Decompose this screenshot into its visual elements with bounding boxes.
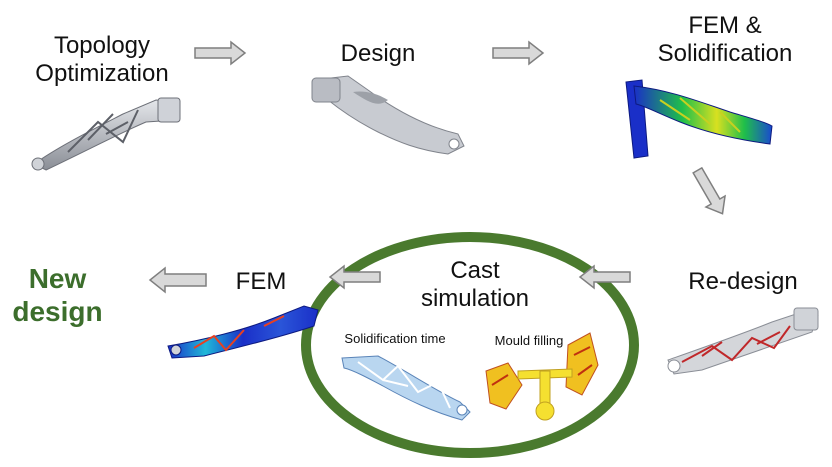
arrow-left-icon — [578, 264, 631, 290]
step-design: Design — [340, 40, 416, 67]
arrow-right-icon — [194, 40, 247, 66]
solidification-time-label: Solidification time — [344, 331, 446, 346]
mould-filling-label: Mould filling — [494, 333, 564, 348]
arrow-left-icon — [148, 266, 207, 294]
redesign-part-image — [667, 307, 819, 375]
new-design-label: New design — [12, 263, 103, 328]
step-fem: FEM — [235, 268, 287, 295]
step-fem-solidification: FEM & Solidification — [657, 12, 793, 68]
design-part-image — [311, 75, 465, 155]
topology-part-image — [31, 97, 181, 171]
step-redesign: Re-design — [688, 268, 798, 295]
arrow-right-icon — [492, 40, 545, 66]
arrow-left-icon — [328, 264, 381, 290]
step-topology-optimization: Topology Optimization — [35, 32, 169, 88]
step-cast-simulation: Cast simulation — [420, 257, 530, 313]
mould-filling-image — [485, 332, 599, 421]
fem-solidification-part-image — [625, 79, 773, 159]
arrow-down-icon — [692, 166, 726, 215]
fem-part-image — [167, 305, 319, 359]
solidification-time-image — [341, 355, 471, 421]
